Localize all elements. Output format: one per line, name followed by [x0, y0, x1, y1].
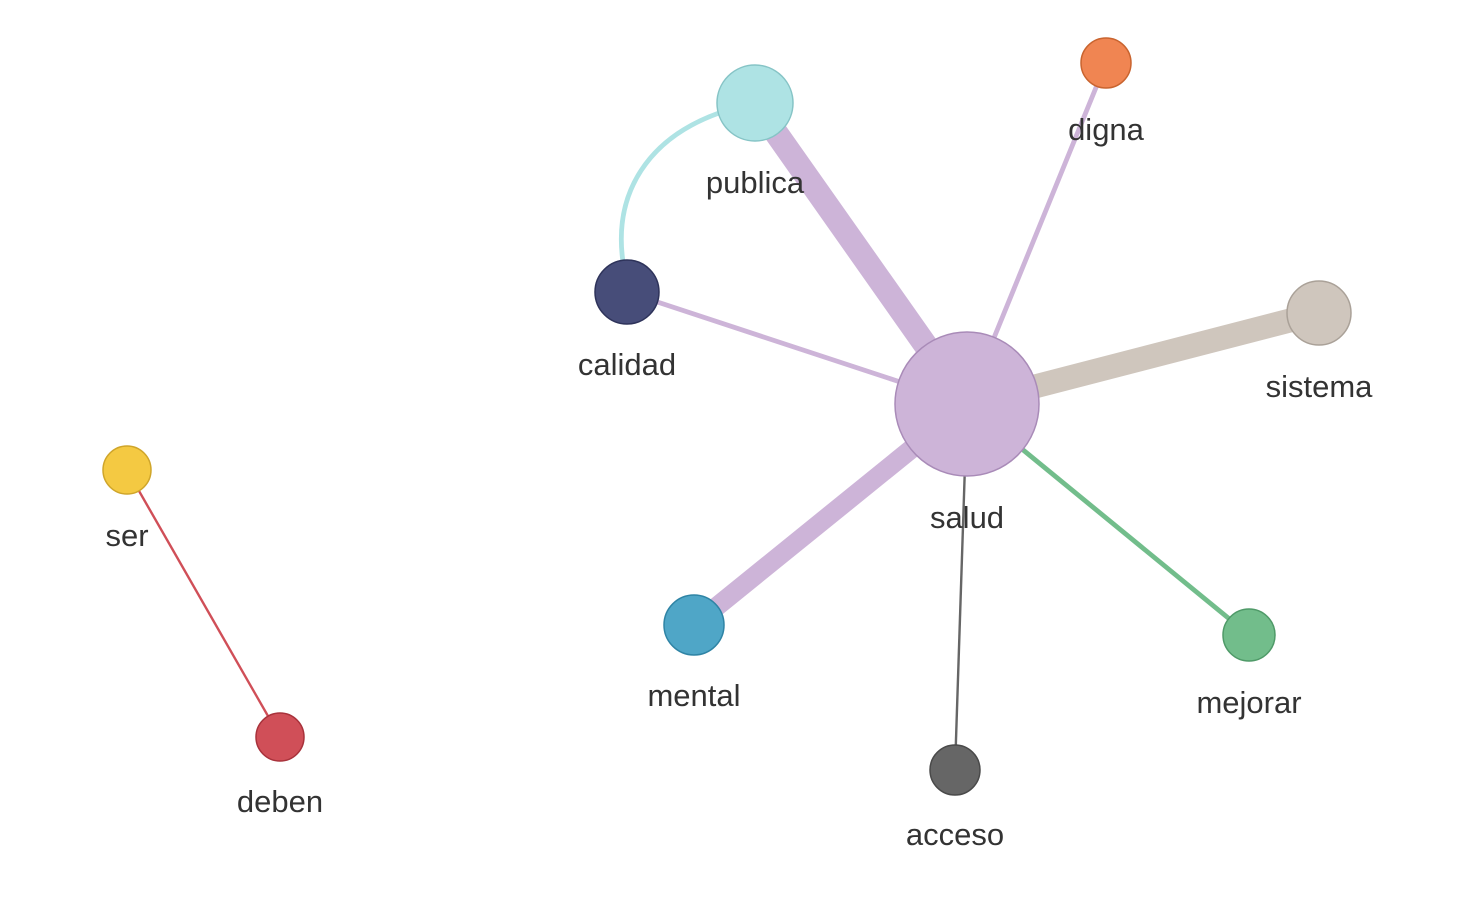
nodes-layer: salud publica digna calidad sistema mental acc…: [102, 37, 1374, 852]
node-circle-sistema[interactable]: [1286, 280, 1352, 346]
node-ser[interactable]: ser: [102, 445, 152, 553]
edge-ser-deben: [125, 469, 282, 738]
node-label-ser: ser: [105, 518, 148, 553]
node-sistema[interactable]: sistema: [1266, 280, 1374, 404]
node-circle-deben[interactable]: [255, 712, 305, 762]
node-label-acceso: acceso: [906, 817, 1004, 852]
node-label-deben: deben: [237, 784, 323, 819]
node-circle-mejorar[interactable]: [1222, 608, 1276, 662]
node-circle-ser[interactable]: [102, 445, 152, 495]
node-mental[interactable]: mental: [647, 594, 741, 713]
node-circle-acceso[interactable]: [929, 744, 981, 796]
node-label-sistema: sistema: [1266, 369, 1374, 404]
node-circle-salud[interactable]: [894, 331, 1040, 477]
node-label-calidad: calidad: [578, 347, 676, 382]
node-circle-mental[interactable]: [663, 594, 725, 656]
node-circle-calidad[interactable]: [594, 259, 660, 325]
node-digna[interactable]: digna: [1068, 37, 1145, 147]
node-publica[interactable]: publica: [706, 64, 805, 200]
node-label-publica: publica: [706, 165, 805, 200]
node-circle-publica[interactable]: [716, 64, 794, 142]
node-acceso[interactable]: acceso: [906, 744, 1004, 852]
node-label-digna: digna: [1068, 112, 1145, 147]
node-label-salud: salud: [930, 500, 1004, 535]
node-label-mejorar: mejorar: [1196, 685, 1301, 720]
edge-publica-calidad: [619, 110, 720, 263]
node-salud[interactable]: salud: [894, 331, 1040, 535]
node-mejorar[interactable]: mejorar: [1196, 608, 1302, 720]
node-label-mental: mental: [647, 678, 740, 713]
node-circle-digna[interactable]: [1080, 37, 1132, 89]
node-calidad[interactable]: calidad: [578, 259, 676, 382]
node-deben[interactable]: deben: [237, 712, 323, 819]
